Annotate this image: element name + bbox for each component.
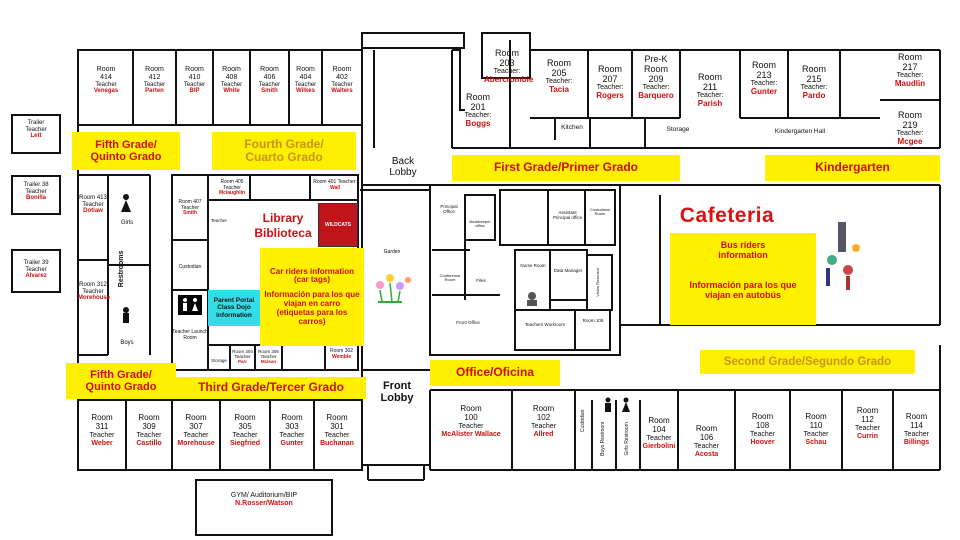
second-grade-banner: Second Grade/Segundo Grado bbox=[700, 350, 915, 374]
fifth-grade-bottom-banner: Fifth Grade/ Quinto Grado bbox=[66, 363, 176, 399]
fourth-grade-banner: Fourth Grade/ Cuarto Grado bbox=[212, 132, 356, 170]
bus-riders-en: Bus riders information bbox=[718, 240, 768, 260]
third-grade-banner: Third Grade/Tercer Grado bbox=[176, 377, 366, 399]
car-riders-info: Car riders information (car tags) Inform… bbox=[260, 248, 364, 346]
wildcats-poster: WILDCATS bbox=[318, 203, 358, 247]
car-riders-es: Información para los que viajan en carro… bbox=[264, 290, 360, 326]
office-banner: Office/Oficina bbox=[430, 360, 560, 386]
first-grade-banner: First Grade/Primer Grado bbox=[452, 155, 680, 181]
kindergarten-banner: Kindergarten bbox=[765, 155, 940, 181]
fifth-grade-top-banner: Fifth Grade/ Quinto Grado bbox=[72, 132, 180, 170]
car-riders-en: Car riders information (car tags) bbox=[269, 266, 354, 285]
bus-riders-es: Información para los que viajan en autob… bbox=[689, 279, 797, 300]
poster-text: WILDCATS bbox=[324, 222, 351, 228]
parent-portal-info: Parent Portal Class Dojo information bbox=[208, 290, 260, 326]
bus-riders-info: Bus riders information Información para … bbox=[670, 233, 816, 325]
